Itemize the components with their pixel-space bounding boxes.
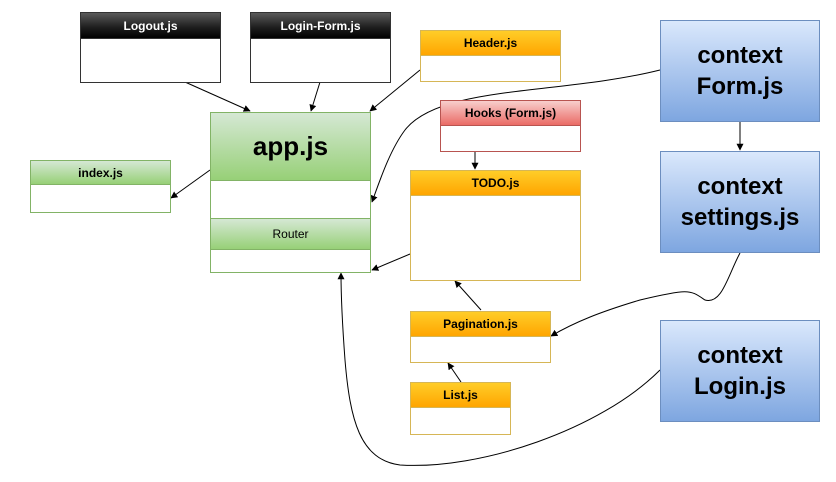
pagination-box-title: Pagination.js (411, 312, 550, 337)
router-label: Router (211, 219, 370, 250)
arrow-list-to-pagination (447, 362, 462, 383)
arrow-contextlogin-to-router (337, 272, 661, 466)
hooks-box[interactable]: Hooks (Form.js) (440, 100, 581, 152)
login-form-box-title: Login-Form.js (251, 13, 390, 39)
logout-box-title: Logout.js (81, 13, 220, 39)
context-login-box[interactable]: context Login.js (660, 320, 820, 422)
arrow-settings-to-pagination (550, 252, 741, 337)
arrow-loginform-to-app (309, 81, 321, 112)
login-form-box[interactable]: Login-Form.js (250, 12, 391, 83)
app-box-title: app.js (211, 113, 370, 181)
hooks-box-title: Hooks (Form.js) (441, 101, 580, 126)
arrow-logout-to-app (184, 81, 251, 112)
index-box-title: index.js (31, 161, 170, 185)
arrow-header-to-app (369, 69, 421, 112)
arrow-contextform-to-app (370, 69, 661, 203)
todo-box[interactable]: TODO.js (410, 170, 581, 281)
arrow-app-to-index (170, 169, 211, 199)
pagination-box[interactable]: Pagination.js (410, 311, 551, 363)
arrow-todo-to-router (371, 253, 411, 271)
todo-box-title: TODO.js (411, 171, 580, 196)
list-box[interactable]: List.js (410, 382, 511, 435)
list-box-title: List.js (411, 383, 510, 408)
context-form-box[interactable]: context Form.js (660, 20, 820, 122)
app-box[interactable]: app.js Router (210, 112, 371, 273)
app-box-body (211, 181, 370, 219)
header-box-title: Header.js (421, 31, 560, 56)
logout-box[interactable]: Logout.js (80, 12, 221, 83)
context-settings-box[interactable]: context settings.js (660, 151, 820, 253)
arrow-pagination-to-todo (454, 280, 482, 311)
header-box[interactable]: Header.js (420, 30, 561, 82)
index-box[interactable]: index.js (30, 160, 171, 213)
